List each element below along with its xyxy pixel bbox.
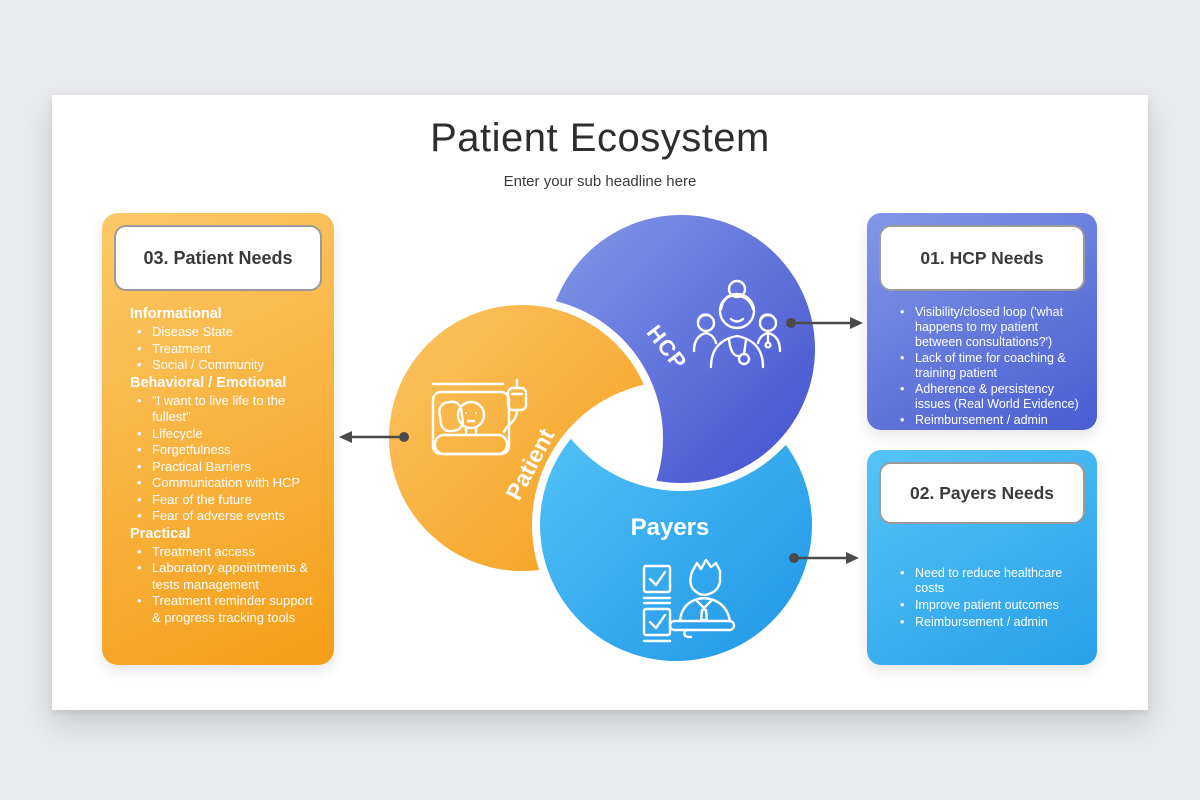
list-item: Reimbursement / admin [893, 615, 1083, 630]
list-item: "I want to live life to the fullest" [130, 393, 322, 426]
hcp-needs-card-body: Visibility/closed loop ('what happens to… [879, 291, 1085, 428]
list-item: Visibility/closed loop ('what happens to… [893, 305, 1083, 350]
list-item: Lack of time for coaching & training pat… [893, 351, 1083, 381]
hcp-needs-list: Visibility/closed loop ('what happens to… [893, 305, 1083, 428]
patient-needs-card-title-text: 03. Patient Needs [143, 247, 293, 268]
list-item: Communication with HCP [130, 475, 322, 492]
hcp-needs-card-title: 01. HCP Needs [879, 225, 1085, 291]
practical-list: Treatment access Laboratory appointments… [130, 544, 322, 627]
patient-needs-card: 03. Patient Needs Informational Disease … [102, 213, 334, 665]
payers-needs-card-title-text: 02. Payers Needs [910, 482, 1054, 503]
page-title: Patient Ecosystem [430, 116, 770, 160]
list-item: Social / Community [130, 357, 322, 374]
list-item: Fear of adverse events [130, 508, 322, 525]
list-item: Fear of the future [130, 492, 322, 509]
list-item: Practical Barriers [130, 459, 322, 476]
list-item: Disease State [130, 324, 322, 341]
patient-needs-card-title: 03. Patient Needs [114, 225, 322, 291]
section-heading-practical: Practical [130, 525, 191, 542]
list-item: Improve patient outcomes [893, 598, 1083, 613]
hcp-needs-card: 01. HCP Needs Visibility/closed loop ('w… [867, 213, 1097, 430]
list-item: Treatment access [130, 544, 322, 561]
list-item: Reimbursement / admin [893, 413, 1083, 428]
list-item: Forgetfulness [130, 442, 322, 459]
list-item: Lifecycle [130, 426, 322, 443]
payers-needs-card-body: Need to reduce healthcare costs Improve … [879, 524, 1085, 630]
list-item: Treatment [130, 341, 322, 358]
section-heading-informational: Informational [130, 306, 222, 322]
payers-needs-card: 02. Payers Needs Need to reduce healthca… [867, 450, 1097, 665]
informational-list: Disease State Treatment Social / Communi… [130, 324, 322, 374]
list-item: Laboratory appointments & tests manageme… [130, 560, 322, 593]
patient-needs-card-body: Informational Disease State Treatment So… [114, 291, 322, 626]
hcp-needs-card-title-text: 01. HCP Needs [920, 247, 1044, 268]
behavioral-list: "I want to live life to the fullest" Lif… [130, 393, 322, 525]
list-item: Treatment reminder support & progress tr… [130, 593, 322, 626]
list-item: Need to reduce healthcare costs [893, 566, 1083, 596]
list-item: Adherence & persistency issues (Real Wor… [893, 382, 1083, 412]
payers-needs-list: Need to reduce healthcare costs Improve … [893, 566, 1083, 630]
payers-needs-card-title: 02. Payers Needs [879, 462, 1085, 524]
page-subtitle: Enter your sub headline here [503, 173, 697, 190]
section-heading-behavioral: Behavioral / Emotional [130, 374, 287, 391]
